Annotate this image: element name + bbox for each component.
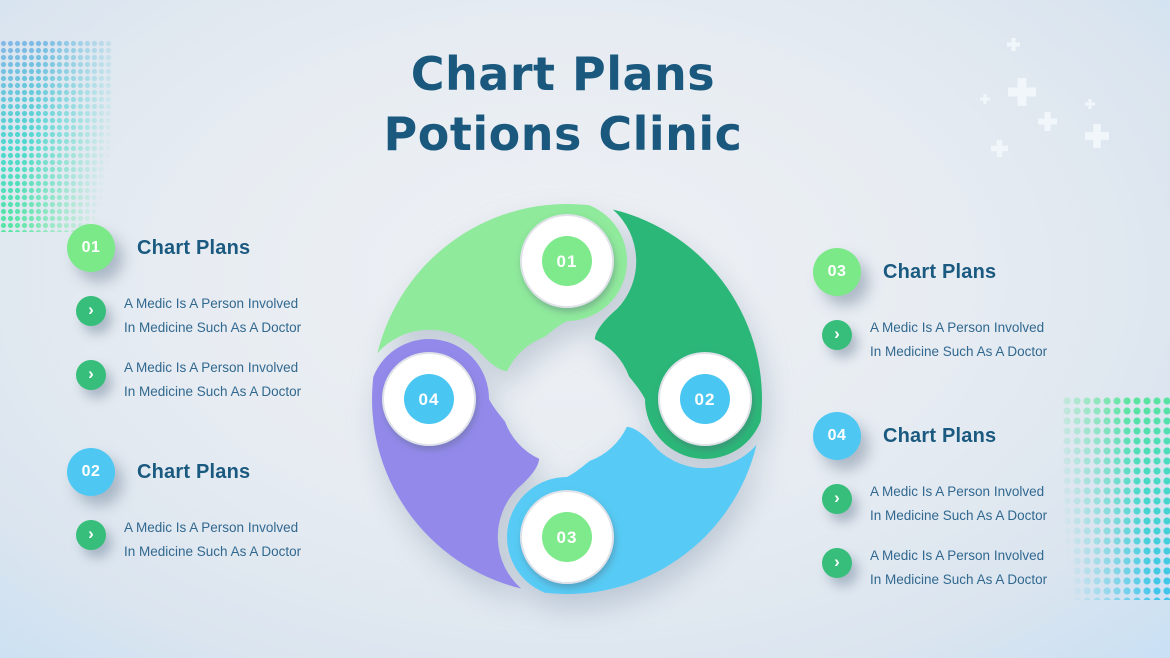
badge-02: 02 xyxy=(658,352,752,446)
chevron-right-icon: › xyxy=(76,360,106,390)
block-heading: Chart Plans xyxy=(137,460,251,483)
badge-dot xyxy=(542,512,592,562)
page-title: Chart Plans Potions Clinic xyxy=(0,44,1126,164)
title-line-1: Chart Plans xyxy=(410,47,716,101)
chevron-right-icon: › xyxy=(822,320,852,350)
badge-dot xyxy=(542,236,592,286)
badge-label: 02 xyxy=(695,390,716,409)
number-badge: 02 xyxy=(67,448,115,496)
number-badge: 04 xyxy=(813,412,861,460)
info-block-01: 01 Chart Plans › A Medic Is A Person Inv… xyxy=(67,224,337,406)
badge-03: 03 xyxy=(520,490,614,584)
chevron-right-icon: › xyxy=(76,296,106,326)
list-item-text: A Medic Is A Person Involved In Medicine… xyxy=(124,296,302,335)
info-block-02: 02 Chart Plans › A Medic Is A Person Inv… xyxy=(67,448,337,566)
chevron-right-icon: › xyxy=(822,484,852,514)
number-badge: 03 xyxy=(813,248,861,296)
block-header: 03 Chart Plans xyxy=(813,248,1083,296)
list-item: › A Medic Is A Person Involved In Medici… xyxy=(76,358,337,406)
badge-label: 03 xyxy=(557,528,578,547)
block-header: 04 Chart Plans xyxy=(813,412,1083,460)
badge-04: 04 xyxy=(382,352,476,446)
block-heading: Chart Plans xyxy=(883,260,997,283)
info-block-04: 04 Chart Plans › A Medic Is A Person Inv… xyxy=(813,412,1083,594)
list-item: › A Medic Is A Person Involved In Medici… xyxy=(822,482,1083,530)
list-item-text: A Medic Is A Person Involved In Medicine… xyxy=(124,520,302,559)
block-heading: Chart Plans xyxy=(883,424,997,447)
block-header: 01 Chart Plans xyxy=(67,224,337,272)
list-item-text: A Medic Is A Person Involved In Medicine… xyxy=(870,484,1048,523)
list-item-text: A Medic Is A Person Involved In Medicine… xyxy=(870,320,1048,359)
list-item: › A Medic Is A Person Involved In Medici… xyxy=(76,518,337,566)
badge-dot xyxy=(680,374,730,424)
list-item: › A Medic Is A Person Involved In Medici… xyxy=(76,294,337,342)
badge-01: 01 xyxy=(520,214,614,308)
info-block-03: 03 Chart Plans › A Medic Is A Person Inv… xyxy=(813,248,1083,366)
plus-icon xyxy=(980,94,990,104)
chevron-right-icon: › xyxy=(76,520,106,550)
badge-dot xyxy=(404,374,454,424)
list-item: › A Medic Is A Person Involved In Medici… xyxy=(822,546,1083,594)
chevron-right-icon: › xyxy=(822,548,852,578)
number-badge: 01 xyxy=(67,224,115,272)
title-line-2: Potions Clinic xyxy=(383,107,743,161)
plus-icon xyxy=(1085,99,1095,109)
cycle-diagram: 01 02 03 04 xyxy=(372,204,762,594)
list-item-text: A Medic Is A Person Involved In Medicine… xyxy=(124,360,302,399)
block-heading: Chart Plans xyxy=(137,236,251,259)
block-header: 02 Chart Plans xyxy=(67,448,337,496)
badge-label: 04 xyxy=(419,390,440,409)
list-item: › A Medic Is A Person Involved In Medici… xyxy=(822,318,1083,366)
badge-label: 01 xyxy=(557,252,578,271)
list-item-text: A Medic Is A Person Involved In Medicine… xyxy=(870,548,1048,587)
